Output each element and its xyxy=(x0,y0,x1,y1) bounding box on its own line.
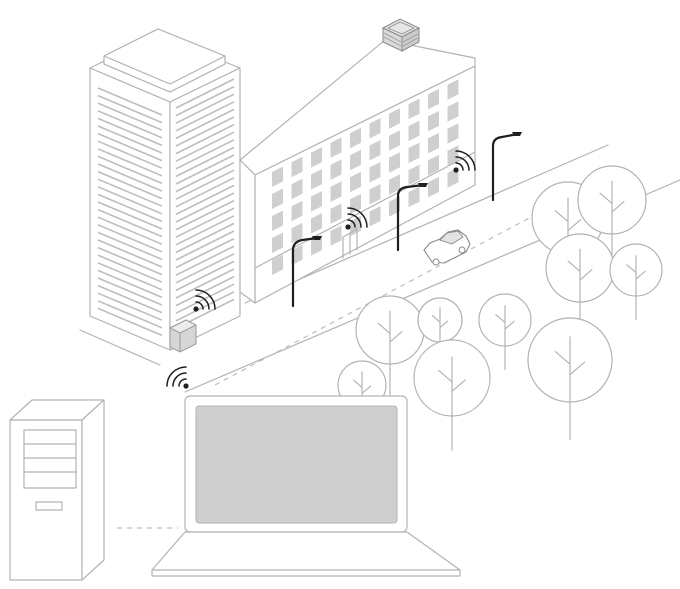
laptop-screen xyxy=(196,406,397,523)
tree xyxy=(528,318,612,440)
tree xyxy=(610,244,662,319)
wifi-signal-icon xyxy=(167,367,189,389)
office-tower xyxy=(90,29,240,350)
tree xyxy=(546,234,614,333)
tree xyxy=(414,340,490,450)
office-building xyxy=(240,40,475,303)
street-lamp xyxy=(493,132,522,200)
server-cabinet xyxy=(10,400,104,580)
tree xyxy=(479,294,531,369)
laptop xyxy=(152,396,460,576)
car xyxy=(424,230,470,265)
